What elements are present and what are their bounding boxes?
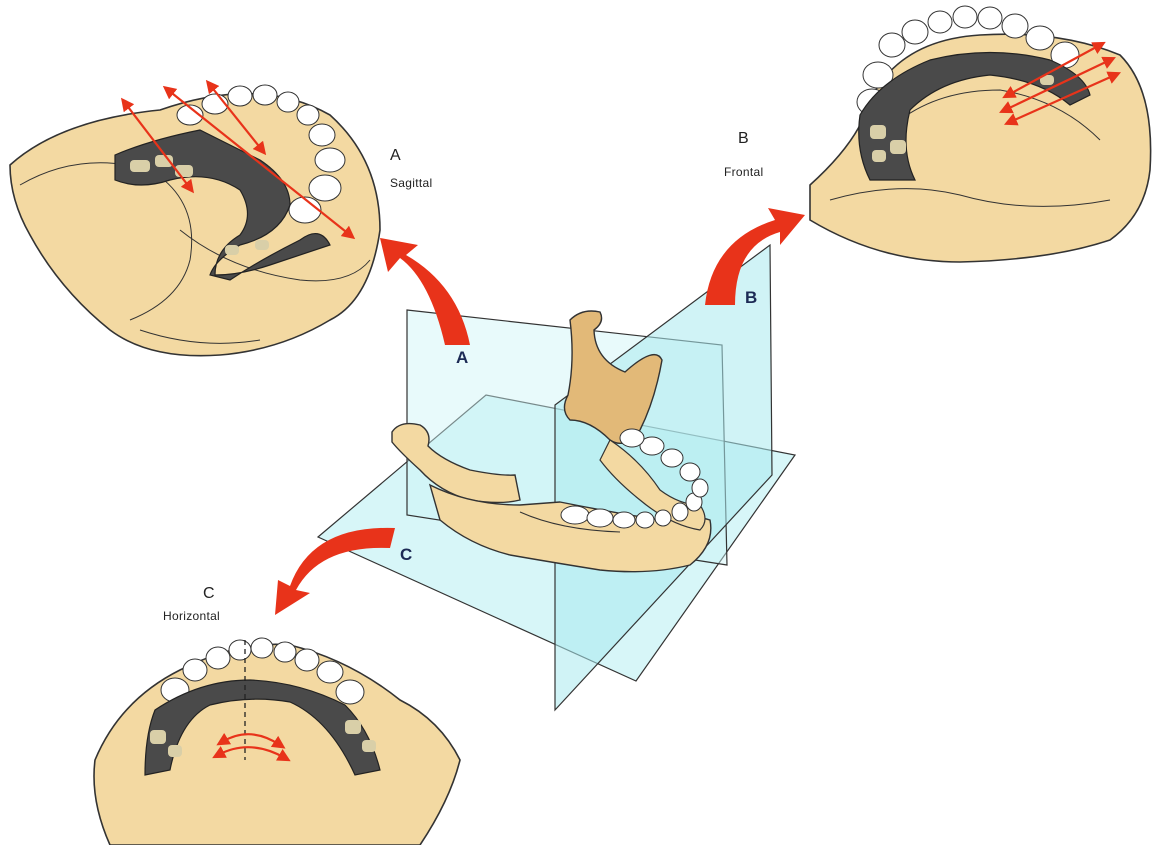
curved-arrow-icon (275, 528, 395, 615)
sagittal-letter: A (390, 147, 401, 165)
horizontal-cast (94, 638, 460, 845)
plane-b-label: B (745, 288, 757, 308)
frontal-cast (810, 6, 1151, 262)
frontal-letter: B (738, 130, 749, 148)
reference-planes (318, 245, 795, 710)
sagittal-label: Sagittal (390, 176, 432, 190)
plane-c-label: C (400, 545, 412, 565)
sagittal-cast (10, 85, 380, 356)
horizontal-letter: C (203, 585, 215, 603)
horizontal-label: Horizontal (163, 609, 220, 623)
frontal-label: Frontal (724, 165, 763, 179)
plane-a-label: A (456, 348, 468, 368)
